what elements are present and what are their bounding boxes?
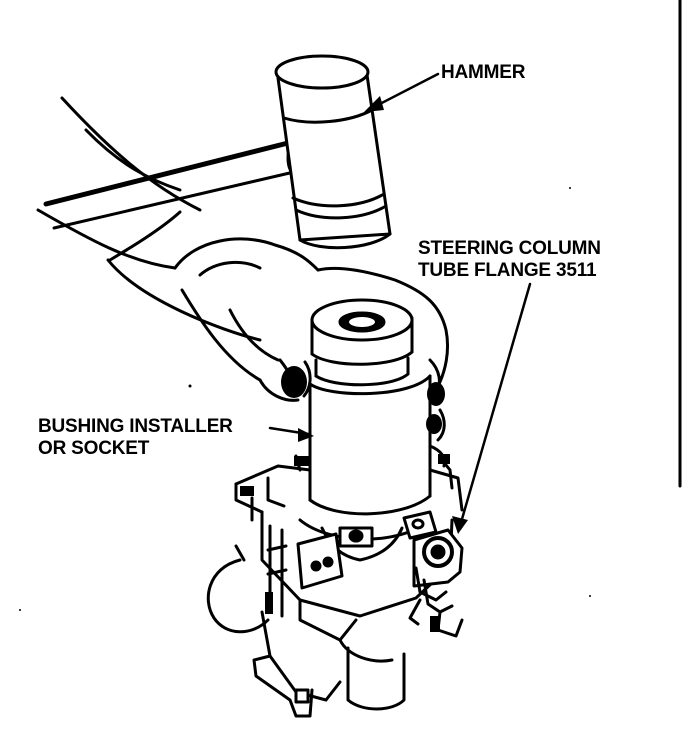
steering-label-line1: STEERING COLUMN (418, 238, 601, 259)
bushing-label-line2: OR SOCKET (38, 438, 150, 459)
steering-label-line2: TUBE FLANGE 3511 (418, 260, 597, 281)
hammer (43, 54, 392, 250)
bushing-label-line1: BUSHING INSTALLER (38, 416, 233, 437)
hammer-label: HAMMER (441, 62, 525, 84)
leader-lines (268, 72, 532, 534)
bushing-installer-label: BUSHING INSTALLER OR SOCKET (38, 416, 233, 460)
steering-column-label: STEERING COLUMN TUBE FLANGE 3511 (418, 238, 601, 282)
bushing-installer (308, 298, 432, 516)
steering-column-housing (206, 454, 464, 718)
hammer-label-text: HAMMER (441, 62, 526, 83)
arm-sleeve (36, 96, 262, 342)
scan-specks (19, 187, 591, 611)
